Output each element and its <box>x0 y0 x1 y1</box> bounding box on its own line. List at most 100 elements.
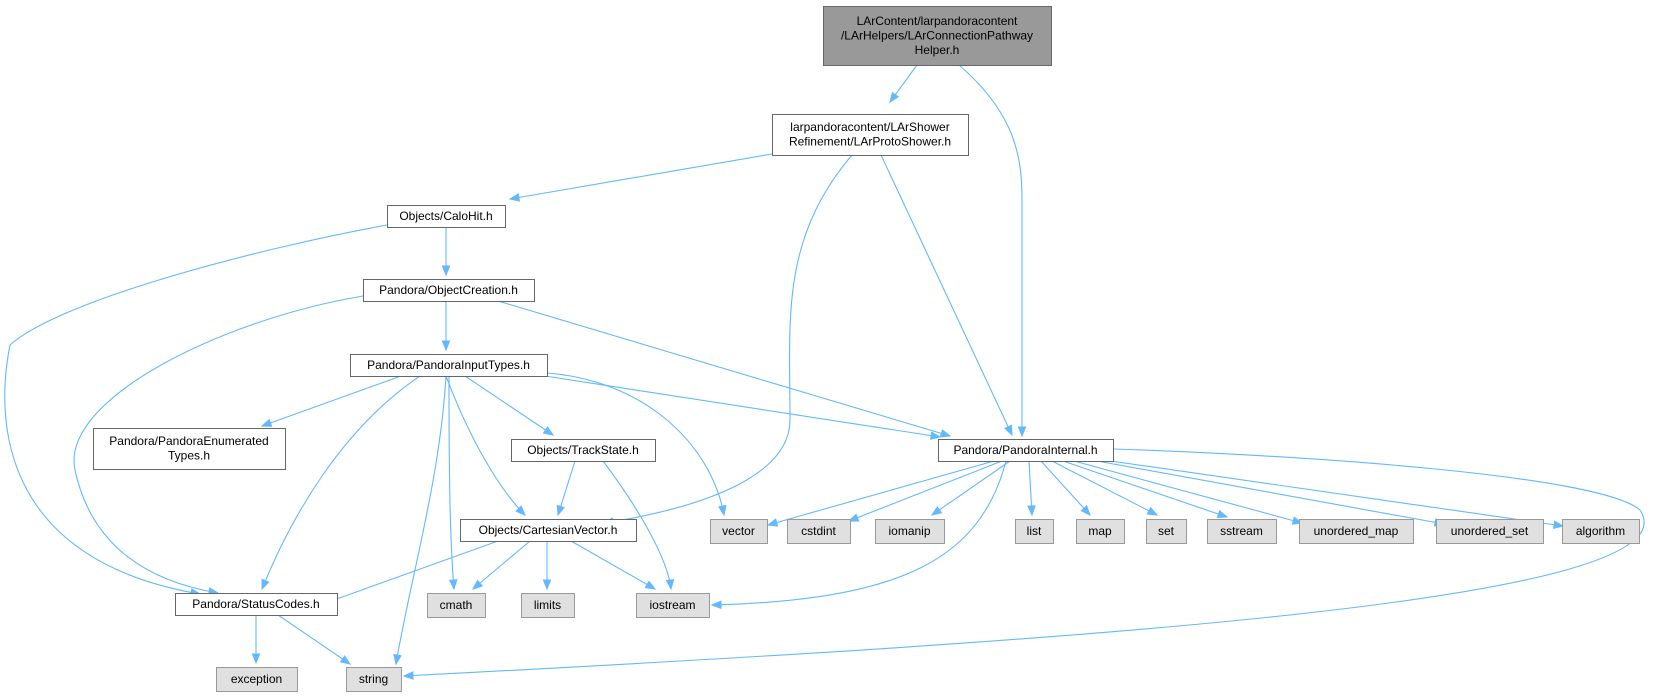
edge-inputtypes-to-cmath <box>448 375 455 590</box>
edge-protoshower-to-internal <box>880 154 1013 436</box>
node-string: string <box>346 667 402 692</box>
edge-internal-to-map <box>1040 460 1091 516</box>
node-box <box>823 6 1052 66</box>
node-calohit[interactable]: Objects/CaloHit.h <box>387 205 506 228</box>
node-label: list <box>1027 524 1042 538</box>
edge-inputtypes-to-enumerated <box>261 375 402 427</box>
edge-protoshower-to-calohit-arrowhead <box>508 193 521 202</box>
edge-inputtypes-to-trackstate-arrowhead <box>542 426 555 436</box>
node-label: Objects/CartesianVector.h <box>479 523 618 537</box>
node-box <box>1299 519 1414 544</box>
node-algorithm: algorithm <box>1562 519 1640 544</box>
node-box <box>710 519 768 544</box>
edge-inputtypes-to-string-arrowhead <box>393 653 402 666</box>
edge-inputtypes-to-statuscodes-arrowhead <box>261 578 270 591</box>
node-box <box>93 428 286 470</box>
edge-internal-to-iostream <box>711 460 1007 606</box>
node-vector: vector <box>710 519 768 544</box>
node-label: Refinement/LArProtoShower.h <box>789 135 951 149</box>
node-box <box>1436 519 1544 544</box>
edge-internal-to-sstream <box>1062 460 1228 518</box>
node-iostream: iostream <box>636 593 710 618</box>
node-label: Pandora/PandoraInputTypes.h <box>367 358 530 372</box>
node-box <box>363 279 535 302</box>
node-label: Pandora/PandoraEnumerated <box>109 434 268 448</box>
edge-inputtypes-to-enumerated-arrowhead <box>260 418 273 427</box>
node-iomanip: iomanip <box>875 519 945 544</box>
edge-inputtypes-to-string <box>395 375 447 665</box>
edge-objectcreation-to-inputtypes-arrowhead <box>441 340 451 352</box>
node-inputtypes[interactable]: Pandora/PandoraInputTypes.h <box>350 354 548 377</box>
node-box <box>938 439 1114 462</box>
node-box <box>521 593 575 618</box>
node-box <box>350 354 548 377</box>
edge-cartesian-to-iostream-arrowhead <box>644 580 657 590</box>
node-protoshower[interactable]: larpandoracontent/LArShowerRefinement/LA… <box>772 114 969 156</box>
node-label: limits <box>534 598 561 612</box>
edge-internal-to-algorithm-arrowhead <box>1552 520 1565 529</box>
edge-inputtypes-to-internal-arrowhead <box>929 431 942 440</box>
edge-statuscodes-to-string <box>277 614 351 665</box>
node-label: cmath <box>440 598 473 612</box>
node-box <box>1076 519 1125 544</box>
node-label: Pandora/PandoraInternal.h <box>953 443 1097 457</box>
node-objectcreation[interactable]: Pandora/ObjectCreation.h <box>363 279 535 302</box>
edge-internal-to-unordered_map <box>1073 460 1303 524</box>
node-trackstate[interactable]: Objects/TrackState.h <box>511 439 656 462</box>
edge-inputtypes-to-vector <box>546 372 725 516</box>
node-box <box>772 114 969 156</box>
edge-internal-to-algorithm <box>1096 458 1564 527</box>
node-limits: limits <box>521 593 575 618</box>
node-exception: exception <box>216 667 298 692</box>
edge-internal-to-vector <box>767 460 995 526</box>
edge-inputtypes-to-trackstate <box>464 375 554 436</box>
node-box <box>636 593 710 618</box>
edge-internal-to-iomanip-arrowhead <box>930 506 943 516</box>
edge-root-to-internal <box>958 64 1023 436</box>
edge-cartesian-to-iostream <box>570 540 656 590</box>
node-label: exception <box>231 672 282 686</box>
node-label: iostream <box>649 598 695 612</box>
node-cmath: cmath <box>427 593 486 618</box>
edge-inputtypes-to-vector-arrowhead <box>717 504 727 517</box>
edge-inputtypes-to-cartesian <box>445 375 526 516</box>
edge-internal-to-map-arrowhead <box>1080 505 1091 516</box>
edge-root-to-protoshower-arrowhead <box>889 91 900 104</box>
node-box <box>346 667 402 692</box>
node-label: Pandora/StatusCodes.h <box>192 597 319 611</box>
edge-internal-to-cstdint <box>848 460 1003 522</box>
node-box <box>1015 519 1054 544</box>
node-root[interactable]: LArContent/larpandoracontent/LArHelpers/… <box>823 6 1052 66</box>
node-unordered-set: unordered_set <box>1436 519 1544 544</box>
node-label: cstdint <box>801 524 836 538</box>
node-box <box>1146 519 1187 544</box>
edge-inputtypes-to-statuscodes <box>261 375 421 590</box>
node-box <box>1207 519 1277 544</box>
edge-internal-to-set <box>1051 460 1158 516</box>
edge-objectcreation-to-internal-arrowhead <box>939 429 952 438</box>
node-statuscodes[interactable]: Pandora/StatusCodes.h <box>175 593 338 616</box>
node-map: map <box>1076 519 1125 544</box>
node-label: /LArHelpers/LArConnectionPathway <box>841 28 1033 42</box>
edge-calohit-to-statuscodes <box>4 224 388 595</box>
node-internal[interactable]: Pandora/PandoraInternal.h <box>938 439 1114 462</box>
node-box <box>511 439 656 462</box>
node-unordered-map: unordered_map <box>1299 519 1414 544</box>
node-label: unordered_map <box>1314 524 1399 538</box>
edge-objectcreation-to-statuscodes <box>73 295 364 594</box>
node-box <box>875 519 945 544</box>
edge-trackstate-to-cartesian-arrowhead <box>556 504 565 517</box>
edge-cartesian-to-limits-arrowhead <box>542 579 552 591</box>
edge-objectcreation-to-internal <box>497 300 951 437</box>
node-label: LArContent/larpandoracontent <box>857 14 1018 28</box>
edge-internal-to-iostream-arrowhead <box>710 600 722 610</box>
edge-root-to-internal-arrowhead <box>1017 426 1027 438</box>
edge-internal-to-list-arrowhead <box>1027 505 1036 517</box>
node-cartesian[interactable]: Objects/CartesianVector.h <box>460 519 637 542</box>
node-set: set <box>1146 519 1187 544</box>
edges-layer <box>4 64 1645 680</box>
edge-internal-to-sstream-arrowhead <box>1216 509 1229 519</box>
node-box <box>1562 519 1640 544</box>
